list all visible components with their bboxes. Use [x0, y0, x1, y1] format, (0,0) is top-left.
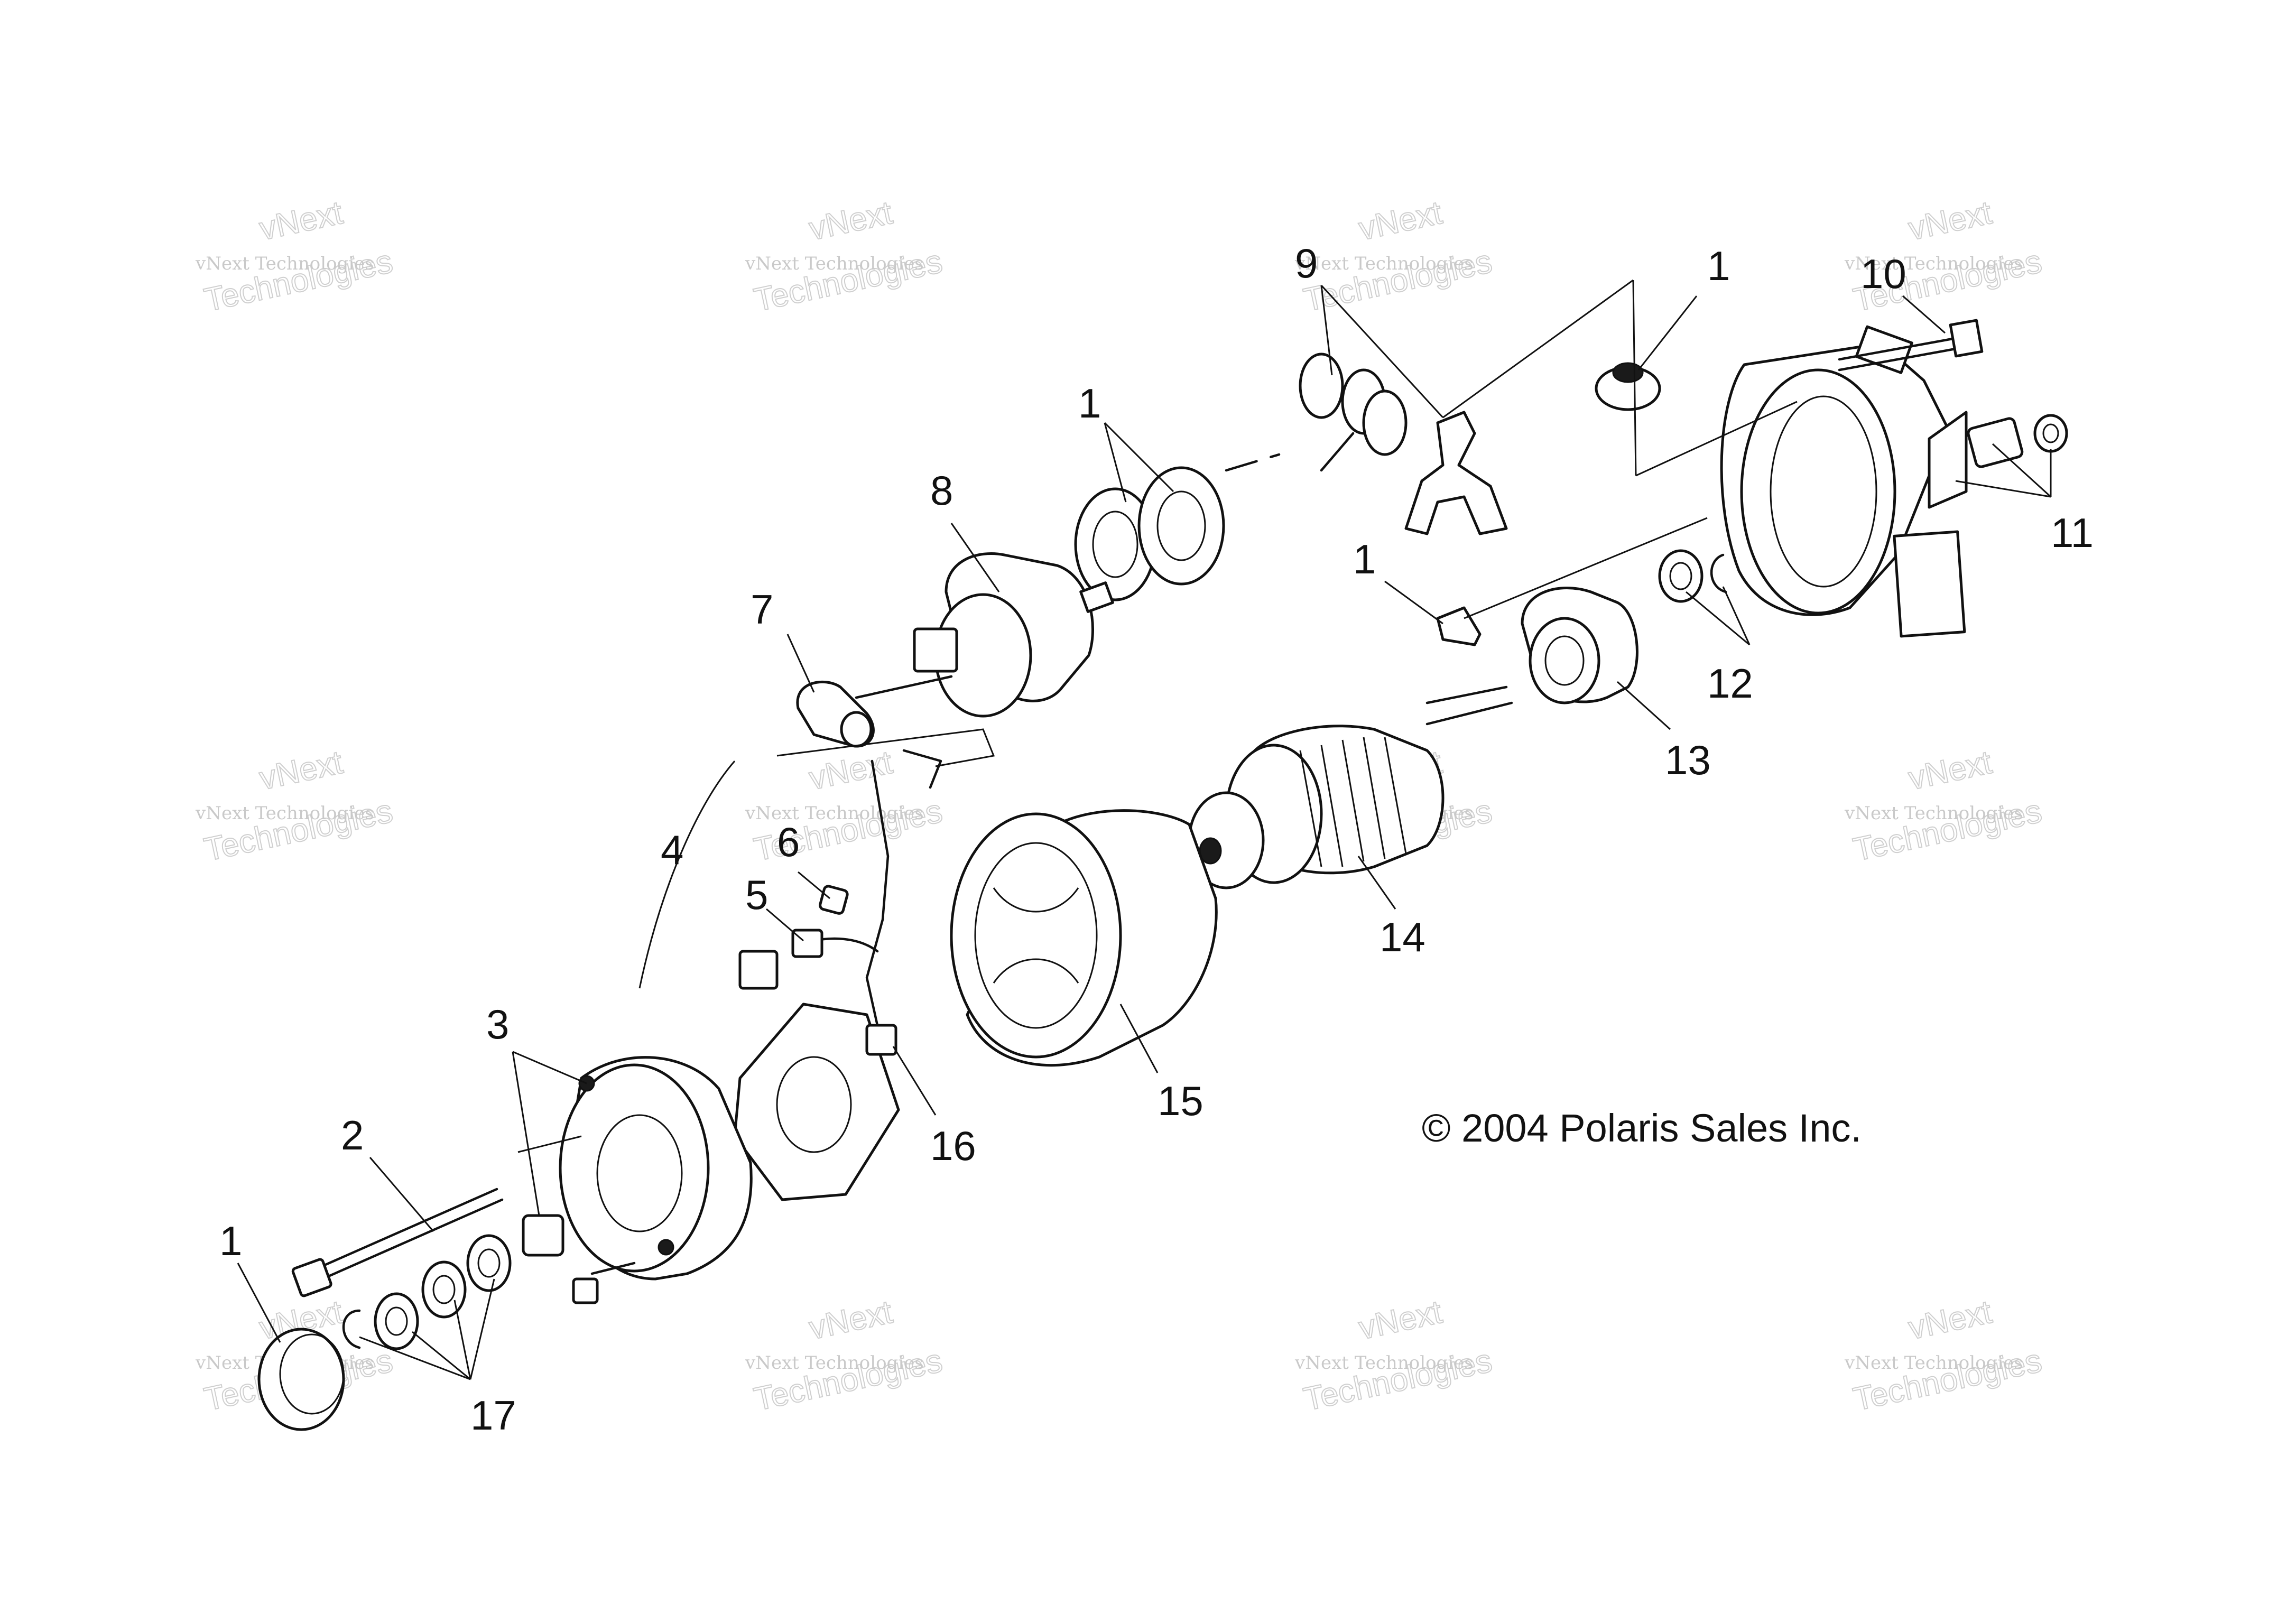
- nut-part: [819, 885, 849, 915]
- svg-text:vNext: vNext: [1356, 194, 1445, 247]
- gasket-part: [1074, 466, 1225, 601]
- callout-6: 6: [777, 819, 800, 865]
- callout-1-cap: 1: [219, 1218, 242, 1264]
- callout-labels: 9 1 10 11 1 8 7 1 12 13 14 4 6 5 15 16 3…: [219, 240, 2094, 1439]
- watermark: vNext Technologies vNext Technologies: [195, 744, 396, 869]
- pinion-part: [1521, 587, 1638, 704]
- watermark: vNext Technologies vNext Technologies: [1294, 1293, 1496, 1418]
- bolt-part: [1838, 319, 1984, 372]
- bushing-part: [1967, 414, 2068, 468]
- end-cap-part: [257, 1328, 345, 1431]
- drive-housing-part: [1720, 325, 1968, 638]
- callout-7: 7: [751, 586, 773, 633]
- shift-fork-part: [1404, 411, 1508, 535]
- watermark: vNext Technologies vNext Technologies: [745, 194, 946, 319]
- svg-text:vNext Technologies: vNext Technologies: [195, 803, 374, 824]
- callout-1-gasket: 1: [1078, 380, 1101, 426]
- callout-9: 9: [1295, 240, 1318, 286]
- svg-text:vNext Technologies: vNext Technologies: [1294, 1352, 1474, 1374]
- watermark: vNext Technologies vNext Technologies: [745, 744, 946, 869]
- svg-text:vNext: vNext: [806, 1294, 895, 1347]
- svg-text:vNext: vNext: [256, 194, 346, 247]
- callout-8: 8: [930, 467, 953, 514]
- svg-text:vNext Technologies: vNext Technologies: [745, 1352, 924, 1374]
- callout-14: 14: [1380, 914, 1425, 960]
- callout-15: 15: [1158, 1078, 1203, 1124]
- svg-text:vNext: vNext: [806, 744, 895, 797]
- svg-text:vNext Technologies: vNext Technologies: [745, 803, 924, 824]
- end-frame-part: [559, 1056, 753, 1281]
- grommet-part: [1595, 362, 1661, 411]
- callout-1-grommet: 1: [1707, 243, 1730, 289]
- spring-part: [1299, 353, 1408, 472]
- callout-11: 11: [2051, 509, 2094, 556]
- callout-2: 2: [341, 1112, 364, 1158]
- svg-text:vNext: vNext: [256, 744, 346, 797]
- svg-text:vNext: vNext: [1905, 1294, 1995, 1347]
- watermark: vNext Technologies vNext Technologies: [1844, 744, 2045, 869]
- svg-text:vNext Technologies: vNext Technologies: [1844, 253, 2023, 274]
- watermark: vNext Technologies vNext Technologies: [1844, 1293, 2045, 1418]
- solenoid-part: [855, 552, 1114, 718]
- callout-1-plate: 1: [1353, 536, 1376, 582]
- svg-text:vNext Technologies: vNext Technologies: [1844, 803, 2023, 824]
- callout-5: 5: [745, 871, 768, 918]
- watermark: vNext Technologies vNext Technologies: [745, 1293, 946, 1418]
- plate-part: [1436, 606, 1482, 646]
- armature-part: [1188, 685, 1513, 889]
- watermark: vNext Technologies vNext Technologies: [195, 194, 396, 319]
- callout-4: 4: [661, 827, 683, 873]
- terminal-part: [791, 929, 823, 958]
- leader-lines: [237, 279, 2052, 1380]
- callout-17: 17: [470, 1392, 516, 1439]
- callout-13: 13: [1665, 737, 1711, 783]
- svg-text:vNext: vNext: [1905, 194, 1995, 247]
- washer-part: [342, 1234, 512, 1350]
- svg-text:vNext Technologies: vNext Technologies: [1294, 253, 1474, 274]
- through-bolt-part: [291, 1188, 504, 1297]
- washer-clip-part: [1658, 549, 1727, 603]
- svg-text:vNext Technologies: vNext Technologies: [1844, 1352, 2023, 1374]
- callout-3: 3: [486, 1001, 509, 1047]
- yoke-part: [950, 809, 1218, 1067]
- callout-12: 12: [1707, 660, 1753, 707]
- svg-text:vNext: vNext: [1356, 1294, 1445, 1347]
- watermark: vNext Technologies vNext Technologies: [1294, 194, 1496, 319]
- callout-10: 10: [1860, 251, 1906, 297]
- bushing-part: [522, 1214, 564, 1257]
- svg-text:vNext Technologies: vNext Technologies: [745, 253, 924, 274]
- svg-text:vNext: vNext: [1905, 744, 1995, 797]
- svg-text:vNext: vNext: [806, 194, 895, 247]
- svg-text:vNext Technologies: vNext Technologies: [195, 253, 374, 274]
- screw-part: [572, 1262, 636, 1304]
- callout-16: 16: [930, 1123, 976, 1169]
- parts-layer: [257, 319, 2068, 1431]
- boot-part: [796, 680, 875, 748]
- copyright-notice: © 2004 Polaris Sales Inc.: [1422, 1106, 1862, 1150]
